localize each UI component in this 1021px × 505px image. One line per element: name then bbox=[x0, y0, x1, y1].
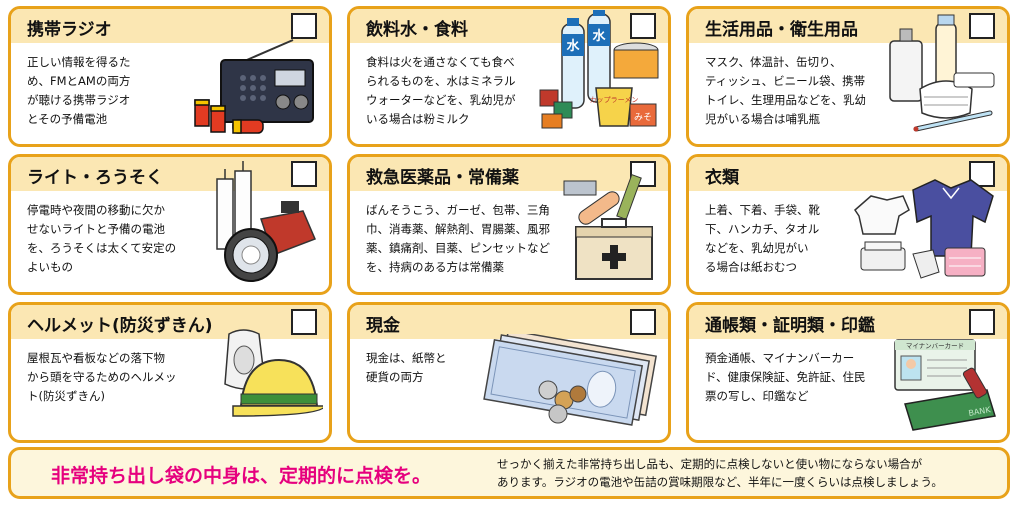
description-line: 屋根瓦や看板などの落下物 bbox=[27, 351, 165, 365]
card-title: 現金 bbox=[366, 316, 400, 336]
card-description: 正しい情報を得るた め、FMとAMの両方 が聴ける携帯ラジオ とその予備電池 bbox=[27, 53, 177, 129]
bottle-label: 水 bbox=[566, 38, 580, 54]
description-line: られるものを、水はミネラル bbox=[366, 74, 516, 88]
description-line: 食料は火を通さなくても食べ bbox=[366, 55, 515, 69]
note-line: せっかく揃えた非常持ち出し品も、定期的に点検しないと使い物にならない場合が bbox=[497, 457, 923, 471]
card-description: 預金通帳、マイナンバーカー ド、健康保険証、免許証、住民 票の写し、印鑑など bbox=[705, 349, 885, 406]
description-line: め、FMとAMの両方 bbox=[27, 74, 131, 88]
clothes-icon bbox=[854, 179, 994, 279]
footer-headline: 非常持ち出し袋の中身は、定期的に点検を。 bbox=[51, 465, 432, 487]
bankbook-label: BANK bbox=[968, 405, 992, 418]
card-title: 携帯ラジオ bbox=[27, 20, 112, 40]
description-line: る場合は紙おむつ bbox=[705, 260, 797, 274]
description-line: 正しい情報を得るた bbox=[27, 55, 131, 69]
note-line: あります。ラジオの電池や缶詰の賞味期限など、半年に一度くらいは点検しましょう。 bbox=[497, 475, 943, 489]
description-line: マスク、体温計、缶切り、 bbox=[705, 55, 842, 69]
card-description: マスク、体温計、缶切り、 ティッシュ、ビニール袋、携帯 トイレ、生理用品などを、… bbox=[705, 53, 885, 129]
card-description: ばんそうこう、ガーゼ、包帯、三角 巾、消毒薬、解熱剤、胃腸薬、風邪 薬、鎮痛剤、… bbox=[366, 201, 566, 277]
checkbox[interactable] bbox=[291, 13, 317, 39]
card-radio: 携帯ラジオ 正しい情報を得るた め、FMとAMの両方 が聴ける携帯ラジオ とその… bbox=[8, 6, 332, 147]
description-line: ト(防災ずきん) bbox=[27, 389, 105, 403]
card-water-food: 飲料水・食料 食料は火を通さなくても食べ られるものを、水はミネラル ウォーター… bbox=[347, 6, 671, 147]
description-line: が聴ける携帯ラジオ bbox=[27, 93, 131, 107]
description-line: などを、乳幼児がい bbox=[705, 241, 809, 255]
description-line: から頭を守るためのヘルメッ bbox=[27, 370, 177, 384]
card-header: ヘルメット(防災ずきん) bbox=[11, 305, 329, 339]
card-cash: 現金 現金は、紙幣と 硬貨の両方 bbox=[347, 302, 671, 443]
description-line: とその予備電池 bbox=[27, 112, 108, 126]
bottle-label: 水 bbox=[592, 28, 606, 44]
card-header: 救急医薬品・常備薬 bbox=[350, 157, 668, 191]
description-line: 預金通帳、マイナンバーカー bbox=[705, 351, 855, 365]
card-title: 救急医薬品・常備薬 bbox=[366, 168, 519, 188]
card-description: 上着、下着、手袋、靴 下、ハンカチ、タオル などを、乳幼児がい る場合は紙おむつ bbox=[705, 201, 835, 277]
card-header: 通帳類・証明類・印鑑 bbox=[689, 305, 1007, 339]
description-line: よいもの bbox=[27, 260, 73, 274]
footer-banner: 非常持ち出し袋の中身は、定期的に点検を。 せっかく揃えた非常持ち出し品も、定期的… bbox=[8, 447, 1010, 499]
checkbox[interactable] bbox=[291, 309, 317, 335]
card-header: 現金 bbox=[350, 305, 668, 339]
card-title: 生活用品・衛生用品 bbox=[705, 20, 858, 40]
documents-icon: マイナンバーカード BANK bbox=[894, 339, 996, 431]
card-clothes: 衣類 上着、下着、手袋、靴 下、ハンカチ、タオル などを、乳幼児がい る場合は紙… bbox=[686, 154, 1010, 295]
checkbox[interactable] bbox=[630, 309, 656, 335]
description-line: せないライトと予備の電池 bbox=[27, 222, 165, 236]
checkbox[interactable] bbox=[969, 309, 995, 335]
description-line: ウォーターなどを、乳幼児が bbox=[366, 93, 516, 107]
helmet-icon bbox=[224, 329, 323, 417]
hygiene-icon bbox=[889, 14, 995, 132]
first-aid-icon bbox=[563, 173, 653, 280]
card-first-aid: 救急医薬品・常備薬 ばんそうこう、ガーゼ、包帯、三角 巾、消毒薬、解熱剤、胃腸薬… bbox=[347, 154, 671, 295]
light-icon bbox=[216, 161, 316, 282]
card-helmet: ヘルメット(防災ずきん) 屋根瓦や看板などの落下物 から頭を守るためのヘルメッ … bbox=[8, 302, 332, 443]
description-line: 硬貨の両方 bbox=[366, 370, 424, 384]
checkbox[interactable] bbox=[969, 161, 995, 187]
card-header: ライト・ろうそく bbox=[11, 157, 329, 191]
description-line: ド、健康保険証、免許証、住民 bbox=[705, 370, 866, 384]
cash-icon bbox=[483, 334, 657, 426]
radio-icon bbox=[194, 39, 314, 134]
card-description: 現金は、紙幣と 硬貨の両方 bbox=[366, 349, 466, 387]
description-line: ばんそうこう、ガーゼ、包帯、三角 bbox=[366, 203, 550, 217]
description-line: いる場合は粉ミルク bbox=[366, 112, 470, 126]
card-title: 通帳類・証明類・印鑑 bbox=[705, 316, 875, 336]
card-title: 飲料水・食料 bbox=[366, 20, 468, 40]
card-description: 屋根瓦や看板などの落下物 から頭を守るためのヘルメッ ト(防災ずきん) bbox=[27, 349, 217, 406]
card-header: 衣類 bbox=[689, 157, 1007, 191]
checkbox[interactable] bbox=[969, 13, 995, 39]
can-label: みそ bbox=[634, 112, 652, 123]
description-line: 巾、消毒薬、解熱剤、胃腸薬、風邪 bbox=[366, 222, 550, 236]
card-header: 携帯ラジオ bbox=[11, 9, 329, 43]
checkbox[interactable] bbox=[630, 13, 656, 39]
card-light: ライト・ろうそく 停電時や夜間の移動に欠か せないライトと予備の電池 を、ろうそ… bbox=[8, 154, 332, 295]
card-title: 衣類 bbox=[705, 168, 739, 188]
checkbox[interactable] bbox=[291, 161, 317, 187]
description-line: 児がいる場合は哺乳瓶 bbox=[705, 112, 820, 126]
card-description: 停電時や夜間の移動に欠か せないライトと予備の電池 を、ろうそくは太くて安定の … bbox=[27, 201, 207, 277]
description-line: 薬、鎮痛剤、目薬、ピンセットなど bbox=[366, 241, 550, 255]
description-line: 停電時や夜間の移動に欠か bbox=[27, 203, 165, 217]
food-icon: 水 水 カップラーメン みそ bbox=[539, 10, 659, 129]
description-line: トイレ、生理用品などを、乳幼 bbox=[705, 93, 866, 107]
description-line: 票の写し、印鑑など bbox=[705, 389, 809, 403]
card-label: マイナンバーカード bbox=[906, 342, 964, 350]
description-line: 上着、下着、手袋、靴 bbox=[705, 203, 820, 217]
description-line: を、ろうそくは太くて安定の bbox=[27, 241, 177, 255]
footer-note: せっかく揃えた非常持ち出し品も、定期的に点検しないと使い物にならない場合が あり… bbox=[497, 455, 997, 491]
card-header: 飲料水・食料 bbox=[350, 9, 668, 43]
description-line: ティッシュ、ビニール袋、携帯 bbox=[705, 74, 866, 88]
card-description: 食料は火を通さなくても食べ られるものを、水はミネラル ウォーターなどを、乳幼児… bbox=[366, 53, 536, 129]
description-line: 現金は、紙幣と bbox=[366, 351, 447, 365]
cup-label: カップラーメン bbox=[590, 96, 639, 104]
card-title: ヘルメット(防災ずきん) bbox=[27, 316, 213, 336]
description-line: を、持病のある方は常備薬 bbox=[366, 260, 504, 274]
card-hygiene: 生活用品・衛生用品 マスク、体温計、缶切り、 ティッシュ、ビニール袋、携帯 トイ… bbox=[686, 6, 1010, 147]
description-line: 下、ハンカチ、タオル bbox=[705, 222, 820, 236]
checkbox[interactable] bbox=[630, 161, 656, 187]
card-documents: 通帳類・証明類・印鑑 預金通帳、マイナンバーカー ド、健康保険証、免許証、住民 … bbox=[686, 302, 1010, 443]
card-title: ライト・ろうそく bbox=[27, 168, 163, 188]
